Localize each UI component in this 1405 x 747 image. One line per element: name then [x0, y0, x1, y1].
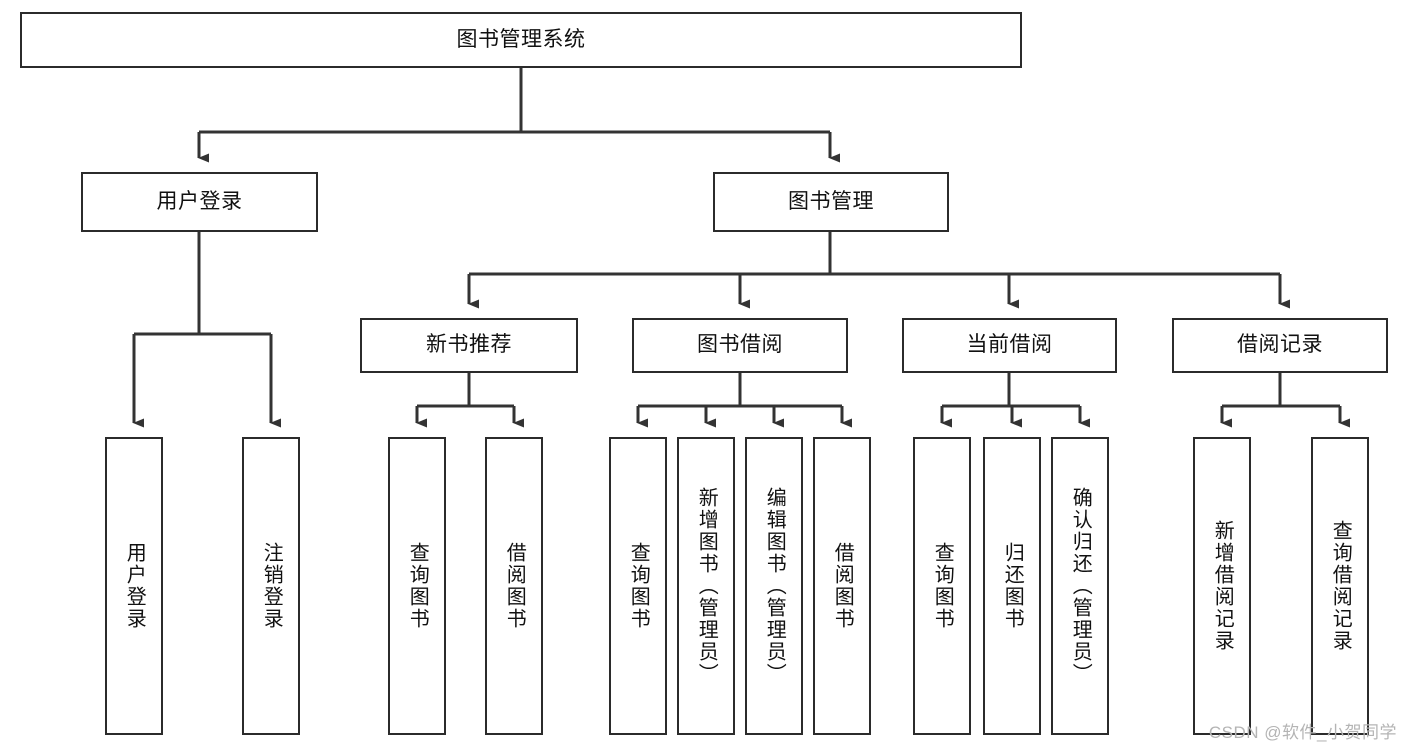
- node-book-borrow[interactable]: 图书借阅: [632, 318, 848, 373]
- node-root[interactable]: 图书管理系统: [20, 12, 1022, 68]
- leaf-query-books-new-label: 查询图书: [406, 542, 429, 630]
- node-user-login[interactable]: 用户登录: [81, 172, 318, 232]
- leaf-query-books-borrow[interactable]: 查询图书: [609, 437, 667, 735]
- leaf-borrow-books-new-label: 借阅图书: [503, 542, 526, 630]
- node-current-borrow-label: 当前借阅: [966, 333, 1053, 357]
- leaf-query-books-new[interactable]: 查询图书: [388, 437, 446, 735]
- leaf-add-book-admin-label: 新增图书（管理员）: [695, 487, 718, 685]
- leaf-return-books-label: 归还图书: [1001, 542, 1024, 630]
- leaf-borrow-books[interactable]: 借阅图书: [813, 437, 871, 735]
- leaf-borrow-books-new[interactable]: 借阅图书: [485, 437, 543, 735]
- leaf-user-login[interactable]: 用户登录: [105, 437, 163, 735]
- leaf-query-borrow-record-label: 查询借阅记录: [1329, 520, 1352, 652]
- node-root-label: 图书管理系统: [456, 27, 586, 51]
- leaf-edit-book-admin-label: 编辑图书（管理员）: [763, 487, 786, 685]
- leaf-add-borrow-record[interactable]: 新增借阅记录: [1193, 437, 1251, 735]
- leaf-add-book-admin[interactable]: 新增图书（管理员）: [677, 437, 735, 735]
- leaf-edit-book-admin[interactable]: 编辑图书（管理员）: [745, 437, 803, 735]
- leaf-logout-label: 注销登录: [260, 542, 283, 630]
- leaf-confirm-return-admin[interactable]: 确认归还（管理员）: [1051, 437, 1109, 735]
- leaf-query-books-borrow-label: 查询图书: [627, 542, 650, 630]
- leaf-logout[interactable]: 注销登录: [242, 437, 300, 735]
- node-user-login-label: 用户登录: [156, 189, 243, 213]
- node-new-book-recommend-label: 新书推荐: [426, 333, 512, 357]
- node-new-book-recommend[interactable]: 新书推荐: [360, 318, 578, 373]
- leaf-borrow-books-label: 借阅图书: [831, 542, 854, 630]
- node-book-management[interactable]: 图书管理: [713, 172, 949, 232]
- node-current-borrow[interactable]: 当前借阅: [902, 318, 1117, 373]
- node-book-borrow-label: 图书借阅: [697, 333, 783, 357]
- node-borrow-records-label: 借阅记录: [1237, 333, 1323, 357]
- leaf-query-books-current[interactable]: 查询图书: [913, 437, 971, 735]
- leaf-query-books-current-label: 查询图书: [931, 542, 954, 630]
- leaf-query-borrow-record[interactable]: 查询借阅记录: [1311, 437, 1369, 735]
- leaf-add-borrow-record-label: 新增借阅记录: [1211, 520, 1234, 652]
- watermark-text: CSDN @软件_小贺同学: [1208, 723, 1397, 742]
- leaf-confirm-return-admin-label: 确认归还（管理员）: [1069, 487, 1092, 685]
- leaf-user-login-label: 用户登录: [123, 542, 146, 630]
- leaf-return-books[interactable]: 归还图书: [983, 437, 1041, 735]
- node-book-management-label: 图书管理: [788, 189, 874, 213]
- node-borrow-records[interactable]: 借阅记录: [1172, 318, 1388, 373]
